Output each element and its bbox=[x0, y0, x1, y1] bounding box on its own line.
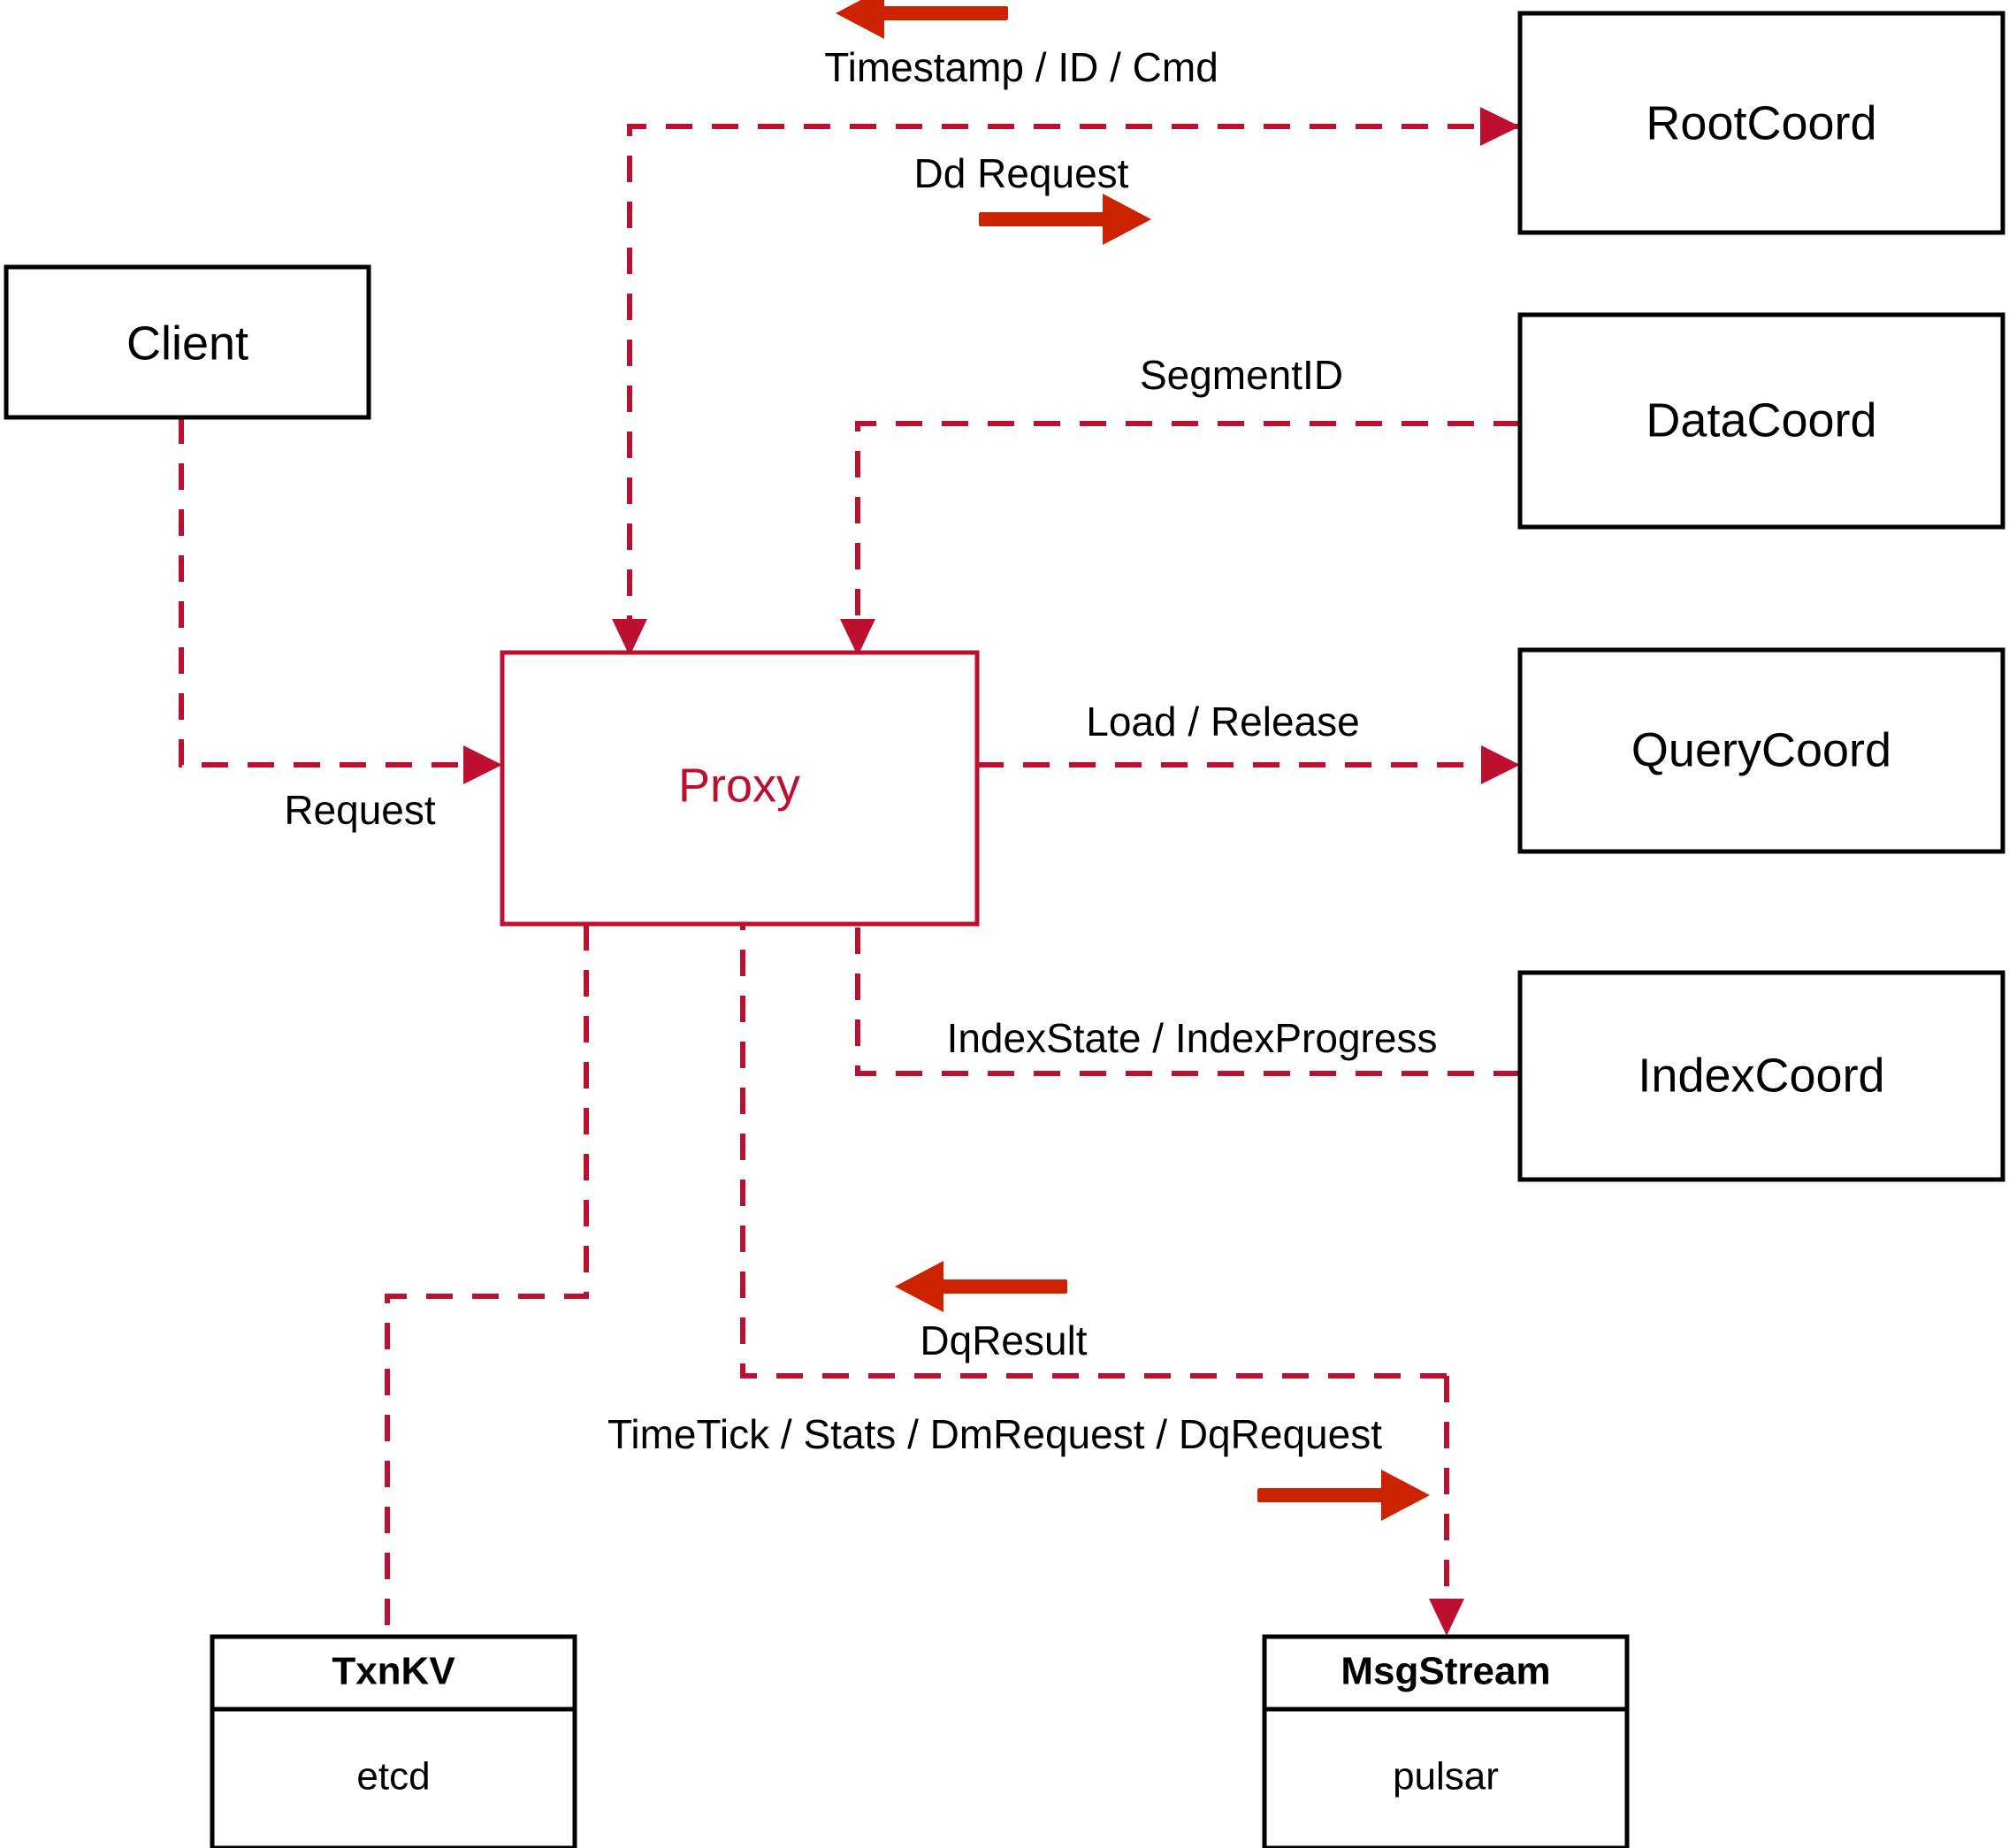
arrowhead-right bbox=[1481, 745, 1520, 784]
direction-arrow-dqresult bbox=[895, 1261, 1067, 1312]
edge-dd-request bbox=[1480, 107, 1520, 146]
node-root-coord[interactable]: RootCoord bbox=[1517, 11, 2005, 235]
node-txnkv-impl: etcd bbox=[356, 1755, 430, 1798]
edge-label-timestamp-id-cmd: Timestamp / ID / Cmd bbox=[824, 44, 1218, 90]
edge-proxy-txnkv bbox=[385, 924, 589, 1637]
edge-label-load-release: Load / Release bbox=[1086, 699, 1359, 745]
node-index-coord[interactable]: IndexCoord bbox=[1517, 970, 2005, 1182]
direction-arrow-dd-request bbox=[979, 194, 1151, 245]
node-data-coord[interactable]: DataCoord bbox=[1517, 312, 2005, 530]
edge-label-dq-result: DqResult bbox=[920, 1317, 1087, 1363]
node-txnkv-label: TxnKV bbox=[332, 1650, 455, 1693]
arrowhead-right bbox=[463, 745, 502, 784]
edge-request bbox=[179, 417, 502, 784]
edge-dq-result bbox=[725, 880, 1447, 1378]
edge-timetick-stats-dm-dq bbox=[1429, 1376, 1464, 1636]
edge-segment-id bbox=[840, 421, 1520, 656]
node-query-coord[interactable]: QueryCoord bbox=[1517, 647, 2005, 854]
node-msgstream-impl: pulsar bbox=[1393, 1755, 1499, 1798]
edge-timestamp-id-cmd bbox=[612, 124, 1520, 656]
node-data-coord-label: DataCoord bbox=[1646, 393, 1876, 447]
edge-label-segment-id: SegmentID bbox=[1140, 352, 1343, 398]
arrowhead-down bbox=[1429, 1599, 1464, 1636]
arrowhead-down bbox=[612, 619, 647, 656]
edge-label-timetick-stats-dm-dq: TimeTick / Stats / DmRequest / DqRequest bbox=[607, 1411, 1382, 1457]
edge-label-dd-request: Dd Request bbox=[914, 150, 1129, 196]
node-txnkv[interactable]: TxnKV etcd bbox=[210, 1634, 577, 1848]
node-query-coord-label: QueryCoord bbox=[1631, 723, 1891, 776]
node-client[interactable]: Client bbox=[4, 264, 371, 420]
edge-label-index-state-progress: IndexState / IndexProgress bbox=[947, 1015, 1438, 1061]
node-msgstream-label: MsgStream bbox=[1341, 1650, 1550, 1693]
node-proxy[interactable]: Proxy bbox=[500, 650, 980, 927]
direction-arrow-timestamp bbox=[836, 0, 1008, 39]
node-msgstream[interactable]: MsgStream pulsar bbox=[1262, 1634, 1630, 1848]
arrowhead-down bbox=[840, 619, 875, 656]
edge-label-request: Request bbox=[284, 787, 436, 833]
node-root-coord-label: RootCoord bbox=[1646, 96, 1876, 149]
direction-arrow-timetick bbox=[1257, 1470, 1430, 1521]
node-index-coord-label: IndexCoord bbox=[1638, 1049, 1884, 1102]
node-proxy-label: Proxy bbox=[678, 759, 800, 812]
edge-load-release bbox=[977, 745, 1520, 784]
node-client-label: Client bbox=[126, 317, 248, 370]
arrowhead-right bbox=[1480, 107, 1520, 146]
